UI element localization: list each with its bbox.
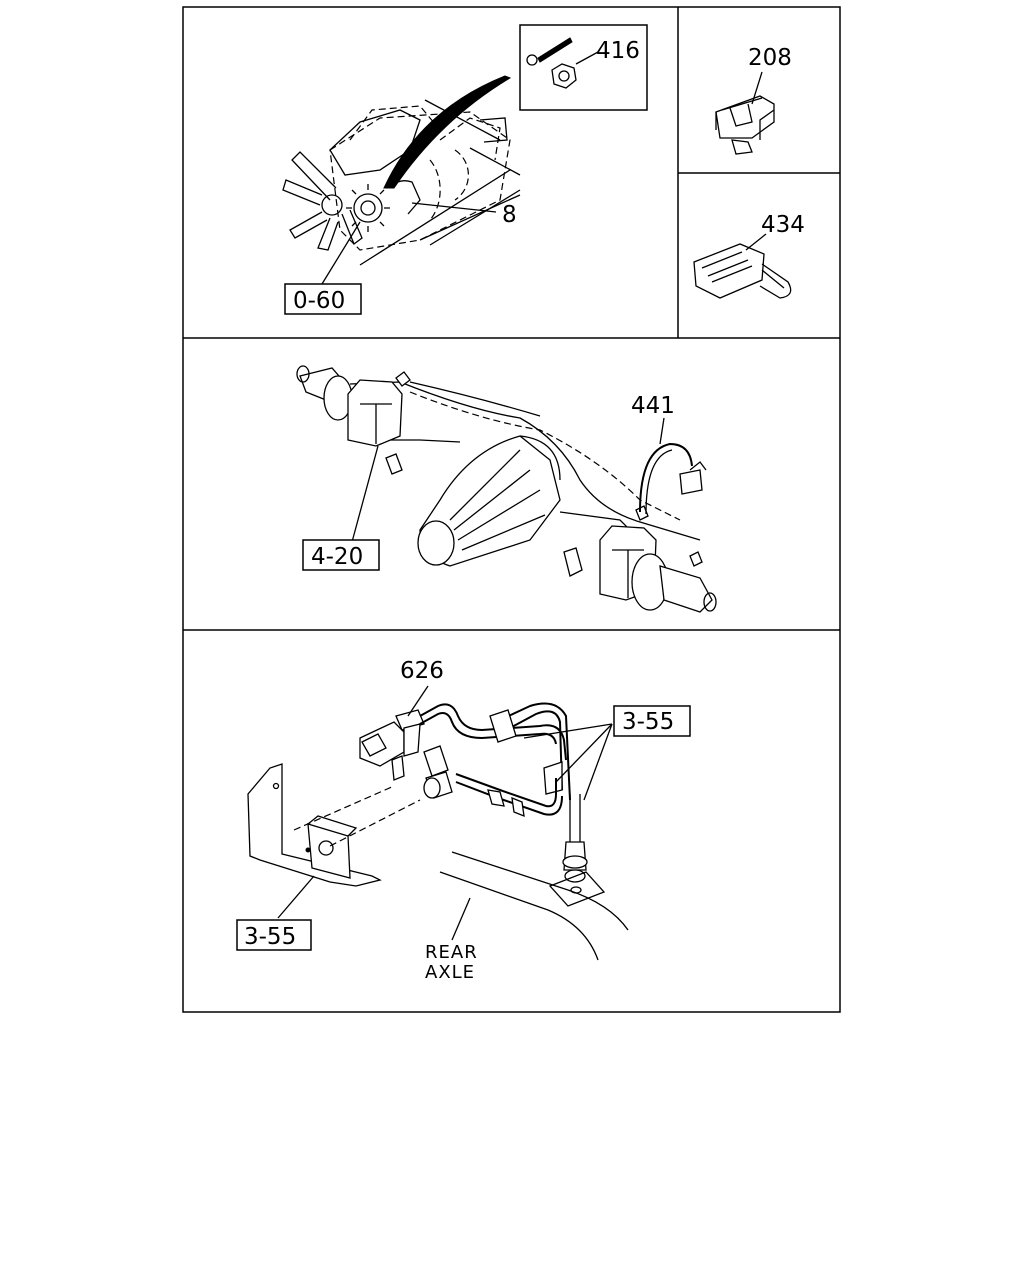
ref-box-0-60: 0-60 bbox=[284, 283, 362, 315]
callout-416: 416 bbox=[596, 38, 640, 64]
sensor-gear bbox=[346, 184, 390, 232]
fan-blades bbox=[282, 151, 363, 251]
callout-8: 8 bbox=[502, 202, 517, 228]
ref-label-4-20: 4-20 bbox=[311, 544, 363, 570]
callout-441: 441 bbox=[631, 393, 675, 419]
rear-label: REAR bbox=[425, 942, 478, 963]
axle-label: AXLE bbox=[425, 962, 475, 983]
ref-label-3-55-lower: 3-55 bbox=[244, 924, 296, 950]
ref-box-3-55-lower: 3-55 bbox=[236, 919, 312, 951]
axle-housing-illustration bbox=[296, 365, 717, 613]
callout-434: 434 bbox=[761, 212, 805, 238]
connector-434-illustration bbox=[693, 233, 792, 299]
callout-208: 208 bbox=[748, 45, 792, 71]
diagram-frame bbox=[182, 6, 841, 1013]
inset-416 bbox=[519, 24, 648, 111]
engine-illustration bbox=[282, 75, 521, 285]
sensor-208-illustration bbox=[715, 71, 775, 155]
ref-box-3-55-upper: 3-55 bbox=[613, 705, 691, 737]
ref-box-4-20: 4-20 bbox=[302, 539, 380, 571]
callout-626: 626 bbox=[400, 658, 444, 684]
ref-label-3-55-upper: 3-55 bbox=[622, 709, 674, 735]
ref-label-0-60: 0-60 bbox=[293, 288, 345, 314]
hose-bracket-illustration bbox=[247, 685, 629, 961]
